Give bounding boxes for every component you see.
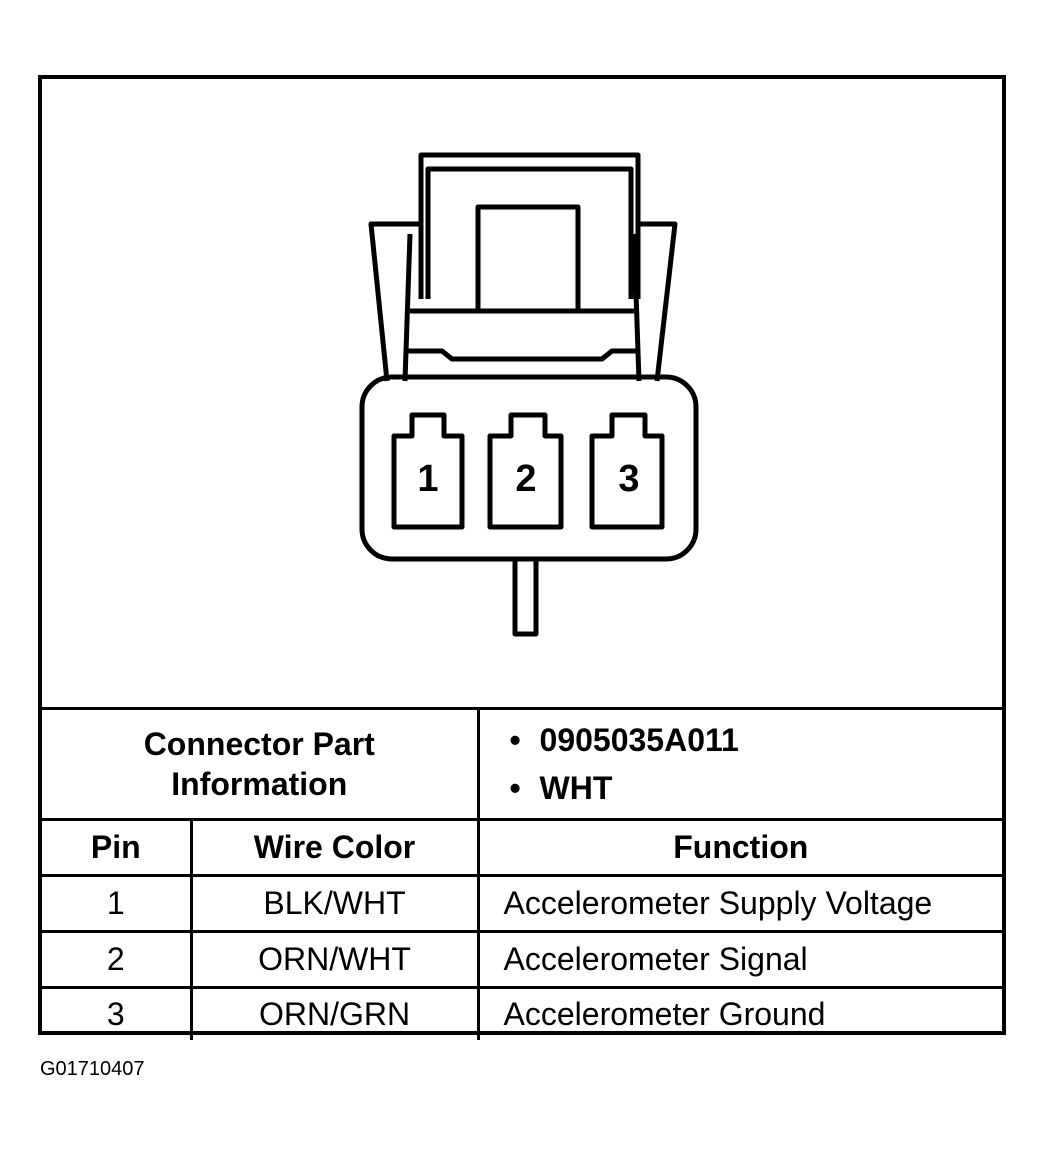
header-pin: Pin <box>42 818 193 877</box>
pin-label-3: 3 <box>618 458 639 500</box>
table-row: 3 ORN/GRN Accelerometer Ground <box>42 986 1003 1040</box>
function-cell: Accelerometer Ground <box>476 986 1003 1040</box>
wire-color-cell: ORN/WHT <box>189 930 480 989</box>
pin-cavity-3 <box>589 412 665 530</box>
function-cell: Accelerometer Signal <box>476 930 1003 989</box>
pin-cell: 2 <box>42 930 193 989</box>
pin-cavity-2 <box>487 412 564 530</box>
connector-face-view: 1 2 3 <box>359 152 699 637</box>
diagram-frame: 1 2 3 Connector Part Information 0905035… <box>38 75 1006 1040</box>
pin-label-1: 1 <box>417 458 438 500</box>
pin-label-2: 2 <box>515 458 536 500</box>
part-info-label-cell: Connector Part Information <box>42 707 480 821</box>
connector-top-tab-inner <box>425 166 634 299</box>
connector-right-latch-inner <box>631 233 642 382</box>
connector-top-tab <box>418 152 641 299</box>
wire-color-cell: BLK/WHT <box>189 874 480 933</box>
part-info-label-line1: Connector Part <box>143 726 375 762</box>
connector-left-latch-inner <box>402 233 413 382</box>
part-info-label: Connector Part Information <box>42 724 477 804</box>
pin-cell: 3 <box>42 986 193 1040</box>
connector-housing <box>359 374 699 562</box>
connector-info-table: Connector Part Information 0905035A011 W… <box>42 707 1003 1040</box>
part-info-label-line2: Information <box>171 766 348 802</box>
connector-left-latch <box>368 221 421 382</box>
table-row: 2 ORN/WHT Accelerometer Signal <box>42 930 1003 989</box>
part-info-values-cell: 0905035A011 WHT <box>476 707 1003 821</box>
connector-right-latch <box>638 221 678 382</box>
table-header-row: Pin Wire Color Function <box>42 818 1003 877</box>
part-number: 0905035A011 <box>510 716 1003 764</box>
connector-center-block <box>475 204 581 311</box>
figure-id: G01710407 <box>40 1058 145 1080</box>
part-info-list: 0905035A011 WHT <box>480 710 1003 818</box>
connector-wire-lead <box>512 559 539 637</box>
pin-cell: 1 <box>42 874 193 933</box>
connector-color: WHT <box>510 764 1003 812</box>
wire-color-cell: ORN/GRN <box>189 986 480 1040</box>
function-cell: Accelerometer Supply Voltage <box>476 874 1003 933</box>
header-function: Function <box>476 818 1003 877</box>
part-info-row: Connector Part Information 0905035A011 W… <box>42 707 1003 821</box>
header-wire-color: Wire Color <box>189 818 480 877</box>
pin-cavity-1 <box>391 412 465 530</box>
table-row: 1 BLK/WHT Accelerometer Supply Voltage <box>42 874 1003 933</box>
